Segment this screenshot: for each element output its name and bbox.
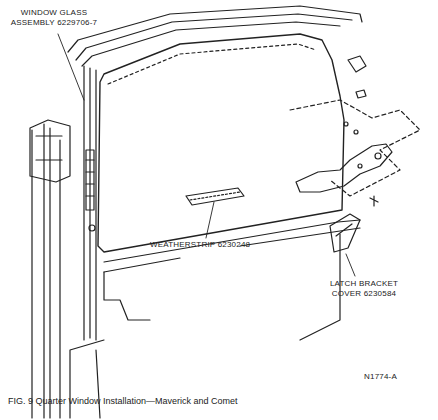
screw — [370, 196, 378, 206]
upper-channel — [68, 6, 362, 52]
body-contour — [290, 100, 420, 196]
belt-line — [104, 220, 360, 272]
screw-hole — [354, 130, 358, 134]
latch-handle — [296, 144, 392, 192]
latch-bracket-cover — [330, 214, 360, 252]
part-label: WEATHERSTRIP 6230248 — [150, 240, 250, 250]
quarter-panel — [70, 234, 340, 418]
part-label: N1774-A — [364, 372, 397, 382]
pillar-bracket — [30, 120, 70, 182]
latch-striker — [348, 56, 366, 72]
leader-line — [346, 254, 355, 276]
panel-opening — [104, 272, 150, 320]
part-label: WINDOW GLASS ASSEMBLY 6229706-7 — [6, 8, 102, 28]
upper-channel-edge — [82, 22, 340, 66]
part-label: LATCH BRACKET COVER 6230584 — [318, 279, 410, 299]
screw-hole — [344, 122, 348, 126]
pillar — [32, 124, 60, 418]
window-glass — [98, 34, 344, 252]
glass-inner-edge — [108, 44, 316, 84]
weatherstrip — [186, 188, 244, 205]
leader-line — [206, 202, 214, 238]
glass-front-frame — [84, 66, 96, 340]
figure-caption: FIG. 9 Quarter Window Installation—Maver… — [8, 396, 238, 407]
screw — [89, 225, 95, 231]
leader-line — [58, 34, 84, 100]
frame-bracket — [86, 150, 94, 210]
